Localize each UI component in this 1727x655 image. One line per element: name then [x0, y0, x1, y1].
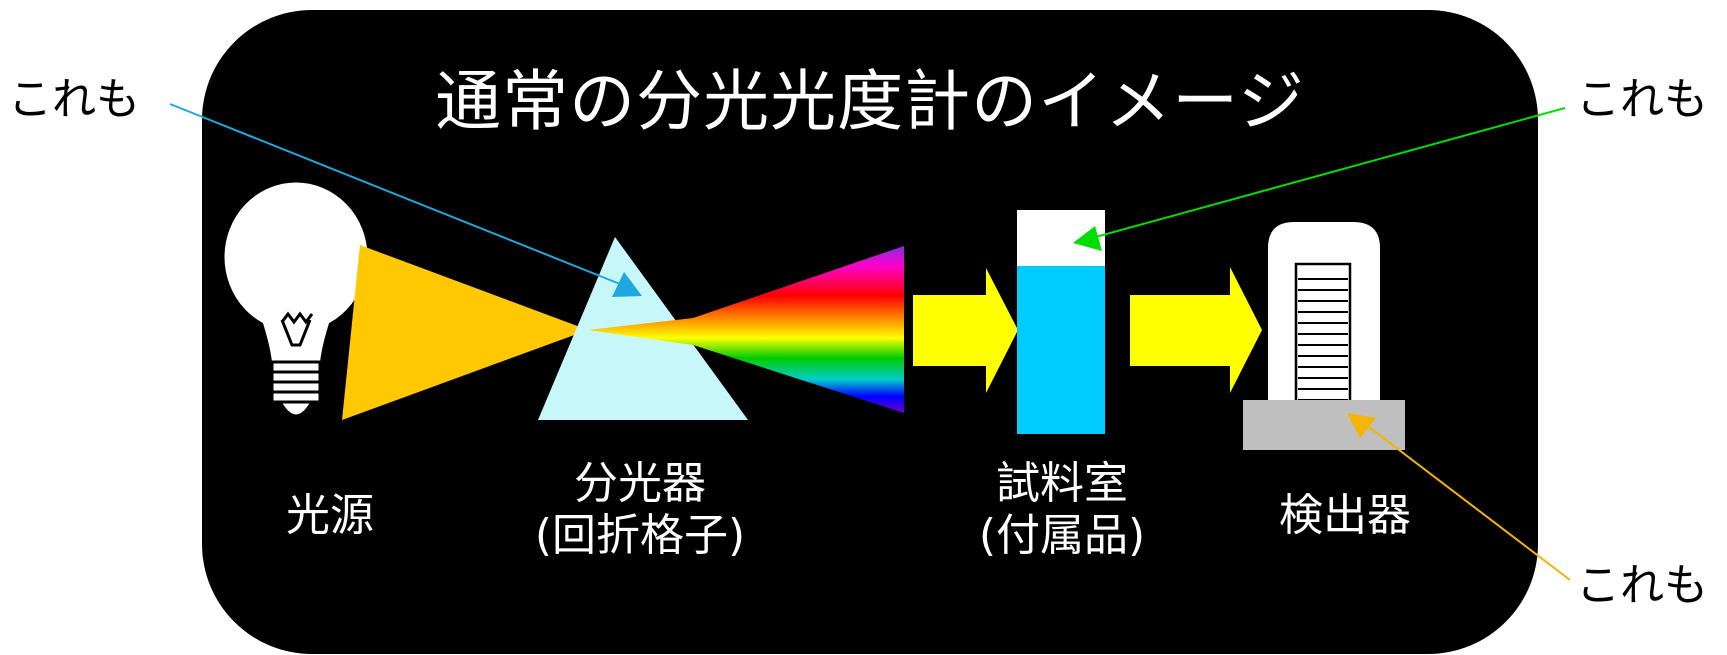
label-detector: 検出器	[1279, 490, 1411, 541]
label-sample-chamber: 試料室 (付属品)	[952, 458, 1172, 562]
label-light-source: 光源	[286, 490, 374, 541]
light-bulb-icon	[221, 179, 371, 418]
label-monochromator: 分光器 (回折格子)	[520, 458, 760, 562]
diagram-title: 通常の分光光度計のイメージ	[435, 63, 1305, 140]
light-beam	[342, 245, 588, 420]
label-monochromator-name: 分光器	[574, 458, 706, 509]
callout-detector-line	[1347, 413, 1571, 581]
callout-top-right: これも	[1576, 74, 1708, 125]
label-sample-chamber-name: 試料室	[996, 458, 1128, 509]
label-sample-chamber-detail: (付属品)	[978, 510, 1146, 561]
label-monochromator-detail: (回折格子)	[534, 510, 746, 561]
detector-icon	[1243, 222, 1405, 450]
callout-bottom-right: これも	[1576, 560, 1708, 611]
callout-top-left: これも	[8, 74, 140, 125]
beam-arrow-2	[1130, 267, 1262, 393]
beam-arrow-1	[913, 268, 1018, 393]
spectrum-fan	[588, 246, 904, 413]
callout-cell-line	[1073, 107, 1566, 251]
callout-prism-line	[169, 103, 642, 297]
